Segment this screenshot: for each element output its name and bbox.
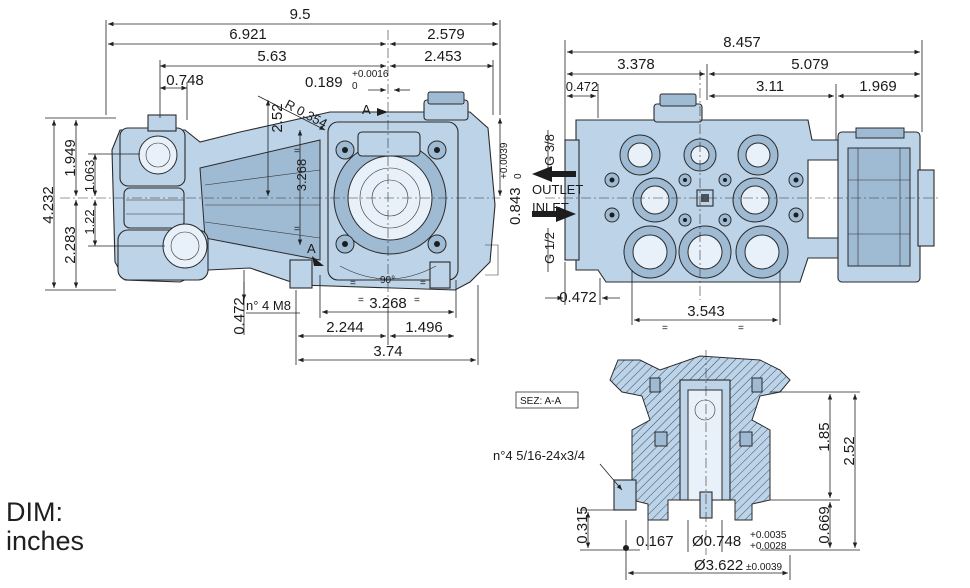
inlet-arrow-icon — [532, 206, 576, 222]
dim-0-472-side: 0.472 — [231, 297, 248, 335]
dim-2-283: 2.283 — [62, 226, 79, 264]
svg-text:Ø3.622: Ø3.622 — [694, 557, 743, 574]
front-bolts — [604, 172, 804, 227]
parallel-mark-2: = — [294, 224, 300, 235]
dim-2-52: 2.52 — [269, 103, 286, 132]
dim-2-579: 2.579 — [427, 26, 465, 43]
svg-text:Ø0.748: Ø0.748 — [692, 533, 741, 550]
dim-3-378: 3.378 — [617, 56, 655, 73]
section-mark-bottom: A — [307, 241, 316, 256]
dim-2-52-section: 2.52 — [841, 436, 858, 465]
svg-text:+0.0028: +0.0028 — [750, 541, 787, 552]
dim-0-315: 0.315 — [574, 506, 591, 544]
svg-text:=: = — [414, 295, 420, 306]
front-view: OUTLET INLET G 3/8 G 1/2 8.457 3.378 5.0… — [532, 34, 940, 334]
dim-9-5: 9.5 — [290, 6, 311, 23]
svg-text:0.189: 0.189 — [305, 74, 343, 91]
dim-2-453: 2.453 — [424, 48, 462, 65]
dim-8-457: 8.457 — [723, 34, 761, 51]
svg-text:=: = — [738, 323, 744, 334]
flange-bolts — [335, 140, 447, 254]
bore-diameter: Ø0.748 +0.0035 +0.0028 — [692, 530, 787, 552]
dim-5-079: 5.079 — [791, 56, 829, 73]
svg-text:+0.0016: +0.0016 — [352, 69, 389, 80]
outer-diameter: Ø3.622 ±0.0039 — [694, 557, 783, 574]
dim-6-921: 6.921 — [229, 26, 267, 43]
svg-text:0: 0 — [352, 81, 358, 92]
side-view: 9.5 6.921 2.579 5.63 2.453 0.748 0.189 +… — [40, 6, 524, 365]
dim-1-22: 1.22 — [82, 209, 97, 234]
dim-4-232: 4.232 — [40, 186, 57, 224]
dim-5-63: 5.63 — [257, 48, 286, 65]
dim-2-244: 2.244 — [326, 319, 364, 336]
angle-90: 90° — [380, 275, 395, 286]
unit-label: DIM: inches — [6, 498, 84, 556]
section-mark-top: A — [362, 102, 371, 117]
dim-1-969: 1.969 — [859, 78, 897, 95]
dim-3-268-vertical: 3.268 — [294, 159, 309, 192]
outlet-arrow-icon — [532, 166, 576, 182]
dim-3-543: 3.543 — [687, 303, 725, 320]
section-view: SEZ: A-A n°4 5/16-24x3/4 1.85 2.52 0.669… — [493, 350, 860, 580]
svg-text:=: = — [350, 278, 356, 289]
svg-text:0: 0 — [513, 173, 524, 179]
dim-0-472-front-bottom: 0.472 — [559, 289, 597, 306]
dim-0-472-front-top: 0.472 — [566, 79, 599, 94]
tolerance-0-189: 0.189 +0.0016 0 — [305, 69, 389, 92]
tolerance-0-843: 0.843 +0.0039 0 — [499, 142, 524, 225]
svg-text:=: = — [358, 295, 364, 306]
svg-text:=: = — [662, 323, 668, 334]
svg-text:=: = — [420, 278, 426, 289]
dim-1-949: 1.949 — [62, 139, 79, 177]
dim-0-167: 0.167 — [636, 533, 674, 550]
dim-3-11: 3.11 — [756, 78, 784, 95]
bolt-note-m8: n° 4 M8 — [246, 298, 291, 313]
thread-note: n°4 5/16-24x3/4 — [493, 448, 585, 463]
parallel-mark: = — [294, 146, 300, 157]
svg-text:±0.0039: ±0.0039 — [746, 562, 783, 573]
dim-0-669: 0.669 — [816, 506, 833, 544]
section-title: SEZ: A-A — [520, 396, 561, 407]
port-outlet-g38: G 3/8 — [542, 134, 557, 166]
dim-1-496: 1.496 — [405, 319, 443, 336]
dim-0-748: 0.748 — [166, 72, 204, 89]
svg-text:0.843: 0.843 — [507, 187, 524, 225]
dim-1-063: 1.063 — [82, 160, 97, 193]
port-inlet-g12: G 1/2 — [542, 232, 557, 264]
outlet-label: OUTLET — [532, 182, 583, 197]
unit-label-line2: inches — [6, 526, 85, 556]
dim-3-268-horizontal: 3.268 — [369, 295, 407, 312]
dim-3-74: 3.74 — [373, 343, 402, 360]
dim-1-85: 1.85 — [816, 422, 833, 451]
svg-text:+0.0035: +0.0035 — [750, 530, 787, 541]
unit-label-line1: DIM: — [6, 497, 63, 527]
svg-text:+0.0039: +0.0039 — [499, 142, 510, 179]
